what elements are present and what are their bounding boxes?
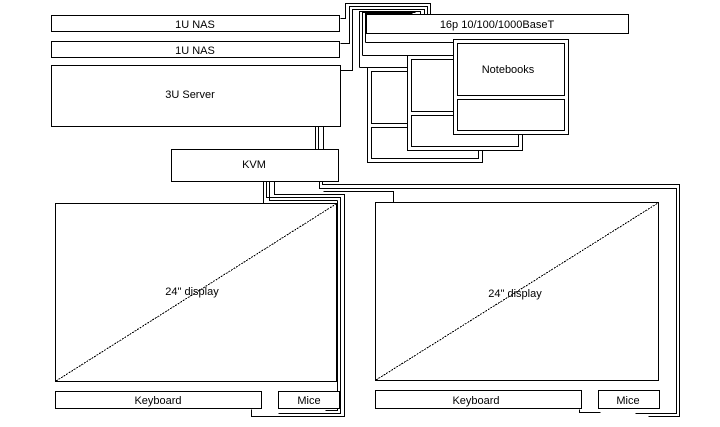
display-2-label: 24" display xyxy=(488,288,542,300)
workstation-2: 24" display Keyboard Mice xyxy=(375,202,660,409)
keyboard-2-label: Keyboard xyxy=(452,395,499,407)
rack-to-switch-cables xyxy=(340,3,431,71)
nas-1-label: 1U NAS xyxy=(175,19,215,31)
display-2: 24" display xyxy=(375,202,659,381)
mice-1: Mice xyxy=(278,391,340,409)
keyboard-1-label: Keyboard xyxy=(134,395,181,407)
server-to-kvm-cables xyxy=(315,126,324,150)
server-label: 3U Server xyxy=(165,89,215,101)
nas-1: 1U NAS xyxy=(51,15,340,32)
notebooks-label: Notebooks xyxy=(482,64,535,76)
network-switch: 16p 10/100/1000BaseT xyxy=(366,14,629,34)
display-1-label: 24" display xyxy=(165,286,219,298)
kvm-switch: KVM xyxy=(171,149,339,182)
server-3u: 3U Server xyxy=(51,65,341,127)
kvm-to-workstation-2-cables xyxy=(319,181,680,417)
mice-2-label: Mice xyxy=(616,395,639,407)
display-1: 24" display xyxy=(55,203,337,382)
keyboard-1: Keyboard xyxy=(55,391,262,409)
kvm-to-workstation-1-cables xyxy=(251,181,345,417)
keyboard-2: Keyboard xyxy=(375,390,582,409)
mice-1-label: Mice xyxy=(297,395,320,407)
notebook-front: Notebooks xyxy=(453,39,569,135)
switch-label: 16p 10/100/1000BaseT xyxy=(440,19,555,31)
nas-2: 1U NAS xyxy=(51,41,340,58)
switch-to-notebook-cables xyxy=(359,11,454,68)
kvm-label: KVM xyxy=(242,159,266,171)
workstation-1: 24" display Keyboard Mice xyxy=(55,203,340,409)
nas-2-label: 1U NAS xyxy=(175,45,215,57)
mice-2: Mice xyxy=(598,390,660,409)
